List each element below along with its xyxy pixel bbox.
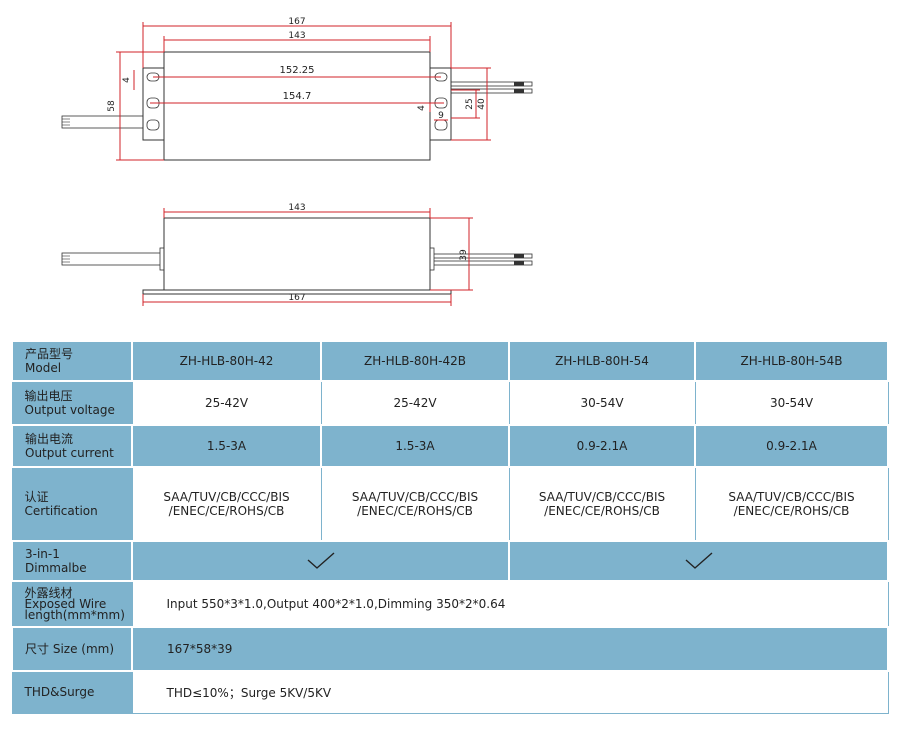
row-model: 产品型号 Model ZH-HLB-80H-42 ZH-HLB-80H-42B … [11, 340, 889, 382]
dim-overall-length: 167 [288, 17, 305, 27]
voltage-cell: 25-42V [131, 380, 322, 426]
current-cell: 1.5-3A [320, 424, 510, 468]
dim-side-overall-length: 167 [288, 293, 305, 303]
check-icon [685, 552, 712, 569]
dim-slot-width: 4 [122, 77, 132, 83]
voltage-cell: 30-54V [508, 380, 696, 426]
dimmable-cell-42 [131, 540, 510, 582]
label-certification: 认证 Certification [11, 466, 133, 542]
label-output-voltage: 输出电压 Output voltage [11, 380, 133, 426]
dim-slot-width-right: 4 [417, 105, 427, 111]
row-size: 尺寸 Size (mm) 167*58*39 [11, 626, 889, 672]
row-output-current: 输出电流 Output current 1.5-3A 1.5-3A 0.9-2.… [11, 424, 889, 468]
label-output-current: 输出电流 Output current [11, 424, 133, 468]
dim-hole-spacing: 25 [465, 98, 475, 109]
exposed-wire-value: Input 550*3*1.0,Output 400*2*1.0,Dimming… [131, 580, 889, 628]
row-thd-surge: THD&Surge THD≤10%；Surge 5KV/5KV [11, 670, 889, 714]
row-output-voltage: 输出电压 Output voltage 25-42V 25-42V 30-54V… [11, 380, 889, 426]
dim-width: 40 [477, 98, 487, 110]
dim-side-body-length: 143 [288, 203, 305, 213]
label-dimmable: 3-in-1 Dimmalbe [11, 540, 133, 582]
side-view: 143 167 39 [61, 203, 533, 306]
model-cell: ZH-HLB-80H-54B [694, 340, 889, 382]
current-cell: 0.9-2.1A [694, 424, 889, 468]
row-dimmable: 3-in-1 Dimmalbe [11, 540, 889, 582]
voltage-cell: 25-42V [320, 380, 510, 426]
label-size: 尺寸 Size (mm) [11, 626, 133, 672]
dim-mount-hole-span: 152.25 [280, 65, 315, 76]
certification-cell: SAA/TUV/CB/CCC/BIS /ENEC/CE/ROHS/CB [131, 466, 322, 542]
voltage-cell: 30-54V [694, 380, 889, 426]
dim-height: 58 [107, 100, 117, 112]
spec-table: 产品型号 Model ZH-HLB-80H-42 ZH-HLB-80H-42B … [11, 340, 889, 714]
model-cell: ZH-HLB-80H-42B [320, 340, 510, 382]
dim-slot-length: 9 [438, 111, 444, 121]
current-cell: 1.5-3A [131, 424, 322, 468]
dimmable-cell-54 [508, 540, 889, 582]
certification-cell: SAA/TUV/CB/CCC/BIS /ENEC/CE/ROHS/CB [508, 466, 696, 542]
size-value: 167*58*39 [131, 626, 889, 672]
top-view: 167 143 152.25 154.7 58 4 4 9 25 40 [61, 17, 533, 161]
dim-mount-slot-span: 154.7 [283, 91, 312, 102]
certification-cell: SAA/TUV/CB/CCC/BIS /ENEC/CE/ROHS/CB [694, 466, 889, 542]
dimension-drawing: 167 143 152.25 154.7 58 4 4 9 25 40 [61, 17, 533, 306]
dim-body-length: 143 [288, 31, 305, 41]
certification-cell: SAA/TUV/CB/CCC/BIS /ENEC/CE/ROHS/CB [320, 466, 510, 542]
current-cell: 0.9-2.1A [508, 424, 696, 468]
row-certification: 认证 Certification SAA/TUV/CB/CCC/BIS /ENE… [11, 466, 889, 542]
check-icon [307, 552, 334, 569]
model-cell: ZH-HLB-80H-54 [508, 340, 696, 382]
label-exposed-wire: 外露线材 Exposed Wire length(mm*mm) [11, 580, 133, 628]
label-thd-surge: THD&Surge [11, 670, 133, 714]
thd-surge-value: THD≤10%；Surge 5KV/5KV [131, 670, 889, 714]
row-exposed-wire: 外露线材 Exposed Wire length(mm*mm) Input 55… [11, 580, 889, 628]
dim-thickness: 39 [459, 249, 469, 261]
label-model: 产品型号 Model [11, 340, 133, 382]
model-cell: ZH-HLB-80H-42 [131, 340, 322, 382]
